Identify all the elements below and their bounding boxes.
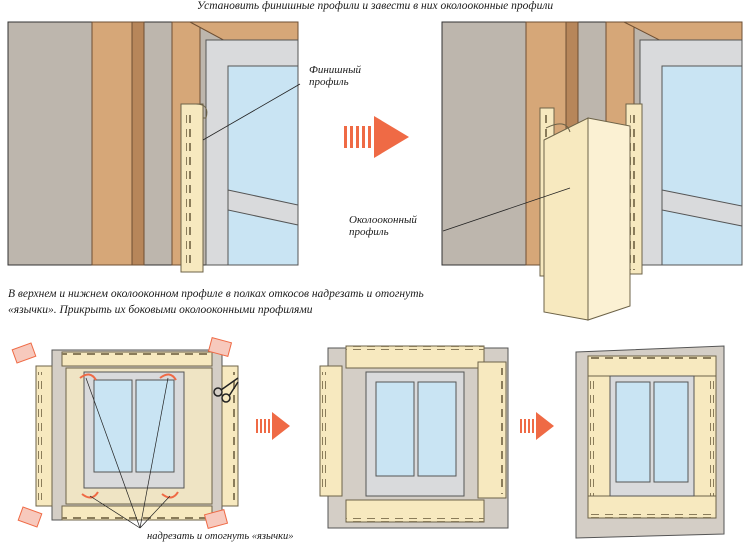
finish-profile-before [180,103,208,273]
bottom-instruction-line-1: В верхнем и нижнем околооконном профиле … [8,288,424,300]
casing-profile-label-line-1: Околооконный [349,214,417,226]
arrow-right-icon [256,412,290,440]
bottom-instruction: В верхнем и нижнем околооконном профиле … [8,286,424,318]
step-tabs-folded [319,345,509,529]
finish-profile-label: Финишный профиль [309,64,361,88]
step-finished [575,345,725,539]
finish-profile-label-line-1: Финишный [309,64,362,76]
casing-profile-label-line-2: профиль [349,226,389,238]
scissors-icon [213,377,239,403]
finish-profile-label-line-2: профиль [309,76,349,88]
bottom-instruction-line-2: «язычки». Прикрыть их боковыми околоокон… [8,304,313,316]
arrow-right-icon [344,116,409,158]
panel-after [441,21,743,321]
top-instruction: Установить финишные профили и завести в … [196,0,554,12]
step-cut-tabs [11,337,239,529]
arrow-right-icon [520,412,554,440]
casing-profile-after [543,117,631,321]
panel-before [7,21,301,273]
casing-profile-label: Околооконный профиль [349,214,417,238]
cut-tabs-label: надрезать и отогнуть «язычки» [147,531,294,542]
